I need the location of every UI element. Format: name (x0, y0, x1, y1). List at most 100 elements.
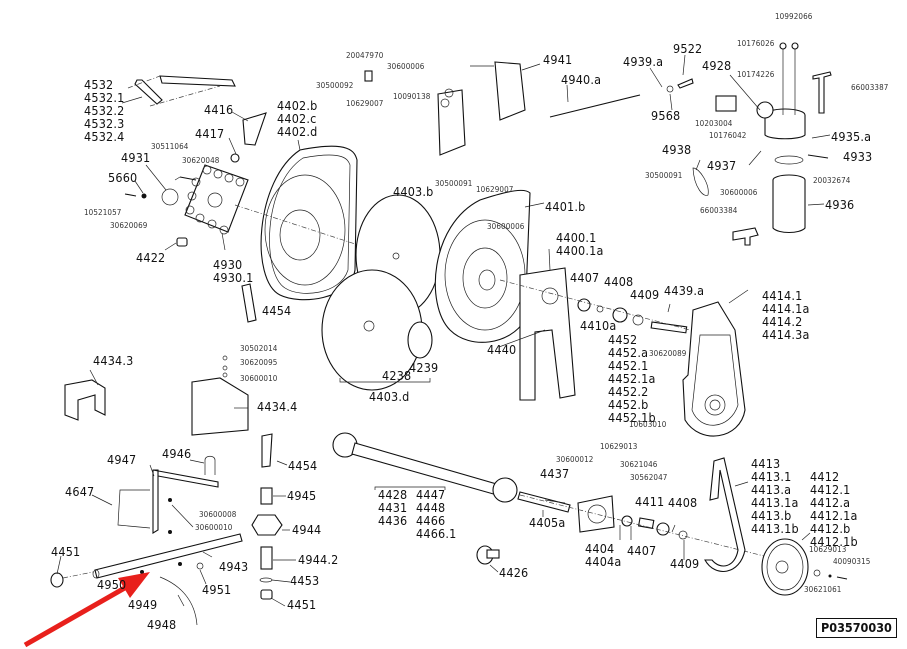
part-label: 4532.3 (84, 116, 125, 131)
part-label-10176042: 10176042 (709, 131, 747, 140)
part-label: 4930 (213, 257, 243, 272)
spring-4416 (242, 112, 267, 146)
plug-4422 (176, 237, 188, 247)
part-label-4938: 4938 (662, 142, 692, 157)
seal-4931 (161, 188, 179, 206)
part-label: 4402.d (277, 124, 318, 139)
part-label: 4413.1b (751, 521, 799, 536)
distributor-block-4930 (184, 164, 249, 235)
part-label-30600010-a: 30600010 (240, 374, 278, 383)
part-label-30500091-b: 30500091 (645, 171, 683, 180)
part-label-4434-4: 4434.4 (257, 399, 298, 414)
handle-66003387 (812, 71, 832, 114)
part-label-4941: 4941 (543, 52, 573, 67)
part-label: 4532 (84, 77, 114, 92)
hose-4454-upper (241, 283, 257, 323)
part-label: 4413.a (751, 482, 792, 497)
cover-4938 (692, 167, 709, 196)
part-label-30511064: 30511064 (151, 142, 189, 151)
part-label-10174226: 10174226 (737, 70, 775, 79)
part-label: 4404 (585, 541, 615, 556)
part-label-30620069: 30620069 (110, 221, 148, 230)
label-group-4930: 4930 4930.1 (213, 258, 254, 284)
part-label: 4414.2 (762, 314, 803, 329)
cover-4434-3 (64, 379, 106, 421)
disk-4239 (407, 321, 433, 359)
part-label-4410a: 4410a (580, 318, 617, 333)
coupling-4426 (476, 545, 500, 565)
part-label: 4412.a (810, 495, 851, 510)
shaft-4452 (650, 321, 688, 334)
part-label-30600008: 30600008 (199, 510, 237, 519)
part-label-30600006-a: 30600006 (387, 62, 425, 71)
part-label-4940a: 4940.a (561, 72, 602, 87)
part-label-30502014: 30502014 (240, 344, 278, 353)
spacer-4410a (596, 305, 604, 313)
label-group-4414: 4414.1 4414.1a 4414.2 4414.3a (762, 289, 810, 341)
tube-4943 (94, 533, 243, 579)
part-label-10992066: 10992066 (775, 12, 813, 21)
u-bolt-4647 (117, 489, 151, 529)
part-label: 4448 (416, 500, 446, 515)
part-label-10203004: 10203004 (695, 119, 733, 128)
label-group-4400: 4400.1 4400.1a (556, 231, 604, 257)
part-label-10629007-a: 10629007 (346, 99, 384, 108)
part-label: 4413.1 (751, 469, 792, 484)
part-label: 4412.1 (810, 482, 851, 497)
part-label-4939a: 4939.a (623, 54, 664, 69)
part-label-4944: 4944 (292, 522, 322, 537)
u-bolt-4946 (204, 455, 216, 475)
part-label: 4414.3a (762, 327, 810, 342)
part-label-4453: 4453 (290, 573, 320, 588)
part-label-40090315: 40090315 (833, 557, 871, 566)
part-label-4945: 4945 (287, 488, 317, 503)
part-label-4440: 4440 (487, 342, 517, 357)
part-label-4451-a: 4451 (51, 544, 81, 559)
part-label-4403d: 4403.d (369, 389, 410, 404)
part-label: 4400.1a (556, 243, 604, 258)
label-group-4412: 4412 4412.1 4412.a 4412.1a 4412.b 4412.1… (810, 470, 858, 548)
part-label-4950: 4950 (97, 577, 127, 592)
part-label-4951: 4951 (202, 582, 232, 597)
part-label-10521057: 10521057 (84, 208, 122, 217)
part-label: 4413 (751, 456, 781, 471)
sleeve-4944-2 (260, 546, 273, 570)
part-label: 4412.b (810, 521, 851, 536)
part-label-4451-b: 4451 (287, 597, 317, 612)
part-label-4439a: 4439.a (664, 283, 705, 298)
part-label-4935a: 4935.a (831, 129, 872, 144)
part-label: 4447 (416, 487, 446, 502)
cap-4451a (50, 572, 64, 588)
part-label-20032674: 20032674 (813, 176, 851, 185)
part-label-4944-2: 4944.2 (298, 552, 339, 567)
hose-4948 (159, 576, 198, 626)
part-label-4405a: 4405a (529, 515, 566, 530)
part-label-4407-a: 4407 (570, 270, 600, 285)
part-label-4417: 4417 (195, 126, 225, 141)
part-label-10629013-b: 10629013 (809, 545, 847, 554)
part-label-30562047: 30562047 (630, 473, 668, 482)
part-label: 4452.b (608, 397, 649, 412)
part-label: 4532.1 (84, 90, 125, 105)
box-10090138 (437, 89, 466, 156)
part-label-4943: 4943 (219, 559, 249, 574)
part-label: 4452.1b (608, 410, 656, 425)
part-label: 4428 (378, 487, 408, 502)
part-label: 4402.c (277, 111, 317, 126)
part-label: 4413.b (751, 508, 792, 523)
part-label: 4404a (585, 554, 622, 569)
part-label-4409-a: 4409 (630, 287, 660, 302)
part-label-4416: 4416 (204, 102, 234, 117)
part-label-30500092: 30500092 (316, 81, 354, 90)
clip-20047970 (364, 70, 373, 82)
part-label-4408-a: 4408 (604, 274, 634, 289)
part-label-30620048: 30620048 (182, 156, 220, 165)
part-label-9568: 9568 (651, 108, 681, 123)
part-label: 4930.1 (213, 270, 254, 285)
part-label-4454-upper: 4454 (262, 303, 292, 318)
label-group-4404: 4404 4404a (585, 542, 622, 568)
part-label-4647: 4647 (65, 484, 95, 499)
bearing-4408 (612, 307, 628, 323)
